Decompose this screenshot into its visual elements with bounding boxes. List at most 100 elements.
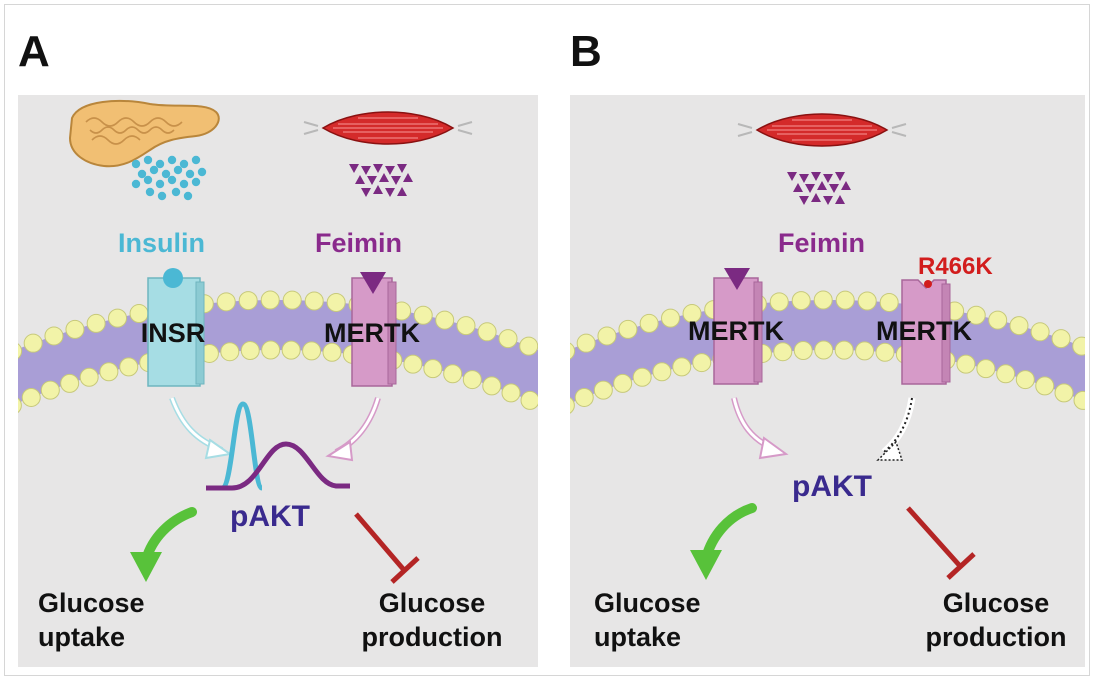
lipid-head-inner	[220, 342, 240, 362]
mertk-mutant-receptor	[901, 279, 951, 385]
lipid-head-inner	[834, 340, 854, 360]
insulin-dot	[167, 155, 177, 165]
lipid-head-inner	[1015, 370, 1035, 390]
lipid-head-outer	[1072, 336, 1085, 356]
feimin-triangle	[397, 187, 407, 196]
lipid-head-outer	[456, 316, 476, 336]
lipid-head-inner	[855, 341, 875, 361]
lipid-head-outer	[86, 313, 106, 333]
lipid-head-inner	[593, 380, 613, 400]
feimin-triangle	[403, 173, 413, 182]
lipid-head-outer	[477, 322, 497, 342]
insulin-label: Insulin	[118, 228, 205, 258]
insulin-dot	[145, 187, 155, 197]
inhibition-arrow	[906, 506, 976, 580]
lipid-head-inner	[403, 354, 423, 374]
lipid-head-inner	[302, 341, 322, 361]
lipid-head-outer	[519, 336, 538, 356]
lipid-head-inner	[79, 367, 99, 387]
insulin-molecules	[131, 155, 207, 201]
insulin-dot	[179, 179, 189, 189]
lipid-head-outer	[0, 351, 1, 369]
glucose-uptake-line2: uptake	[38, 622, 125, 652]
lipid-head-outer	[769, 292, 789, 312]
feimin-triangle	[835, 172, 845, 181]
insr-signal-arrow	[169, 396, 233, 460]
feimin-triangle	[787, 172, 797, 181]
lipid-head-outer	[988, 310, 1008, 330]
lipid-head-inner	[40, 380, 60, 400]
insulin-dot	[171, 187, 181, 197]
glucose-production-line2: production	[926, 622, 1067, 652]
lipid-head-outer	[44, 326, 64, 346]
lipid-head-inner	[652, 362, 672, 382]
lipid-head-inner	[570, 397, 575, 414]
feimin-triangle	[361, 188, 371, 197]
lipid-head-outer	[216, 292, 236, 312]
lipid-head-outer	[18, 343, 23, 359]
insulin-dot	[155, 159, 165, 169]
mertk-label: MERTK	[324, 318, 420, 348]
mertk-right-label: MERTK	[876, 316, 972, 346]
feimin-triangle	[373, 164, 383, 173]
lipid-head-outer	[304, 291, 324, 311]
panel-b: B Feimin MERTK	[536, 27, 1085, 667]
mertk-left-label: MERTK	[688, 316, 784, 346]
feimin-molecules	[349, 164, 413, 197]
feimin-label: Feimin	[778, 228, 865, 258]
feimin-triangle	[799, 196, 809, 205]
feimin-triangle	[823, 196, 833, 205]
lipid-head-outer	[435, 310, 455, 330]
lipid-head-outer	[536, 351, 554, 369]
lipid-head-inner	[99, 362, 119, 382]
lipid-head-inner	[1035, 376, 1055, 396]
feimin-triangle	[835, 195, 845, 204]
lipid-head-inner	[793, 341, 813, 361]
feimin-label: Feimin	[315, 228, 402, 258]
insulin-dot	[191, 155, 201, 165]
lipid-head-outer	[540, 345, 558, 363]
lipid-head-inner	[119, 357, 139, 377]
lipid-head-inner	[574, 387, 594, 407]
insulin-dot	[131, 159, 141, 169]
lipid-head-inner	[322, 342, 342, 362]
insulin-dot	[143, 155, 153, 165]
glucose-uptake-line1: Glucose	[38, 588, 145, 618]
lipid-head-inner	[443, 364, 463, 384]
insulin-dot	[183, 191, 193, 201]
feimin-triangle	[805, 184, 815, 193]
insulin-dot	[131, 179, 141, 189]
mutation-label: R466K	[918, 253, 993, 280]
lipid-head-inner	[18, 397, 22, 414]
feimin-triangle	[349, 164, 359, 173]
feimin-triangle	[829, 184, 839, 193]
mertk-receptor	[713, 268, 763, 385]
lipid-head-inner	[462, 370, 482, 390]
membrane-band	[570, 300, 1085, 404]
lipid-head-outer	[108, 308, 128, 328]
insulin-dot	[161, 169, 171, 179]
lipid-head-outer	[813, 290, 833, 310]
mertk-signal-arrow	[731, 397, 789, 460]
lipid-head-outer	[238, 291, 258, 311]
feimin-triangle	[391, 176, 401, 185]
lipid-head-inner	[1073, 390, 1085, 410]
lipid-head-inner	[632, 367, 652, 387]
mertk-signal-arrow	[325, 397, 381, 462]
insulin-dot	[185, 169, 195, 179]
lipid-head-outer	[326, 292, 346, 312]
muscle-icon	[303, 111, 473, 145]
lipid-head-outer	[618, 319, 638, 339]
insulin-dot	[167, 175, 177, 185]
feimin-triangle	[817, 181, 827, 190]
glucose-uptake-line2: uptake	[594, 622, 681, 652]
lipid-head-outer	[23, 333, 43, 353]
insr-receptor	[147, 268, 205, 387]
feimin-molecules	[787, 172, 851, 205]
uptake-arrow	[690, 503, 757, 580]
lipid-head-outer	[791, 291, 811, 311]
lipid-head-inner	[60, 373, 80, 393]
insulin-dot	[155, 179, 165, 189]
lipid-head-inner	[875, 342, 895, 362]
